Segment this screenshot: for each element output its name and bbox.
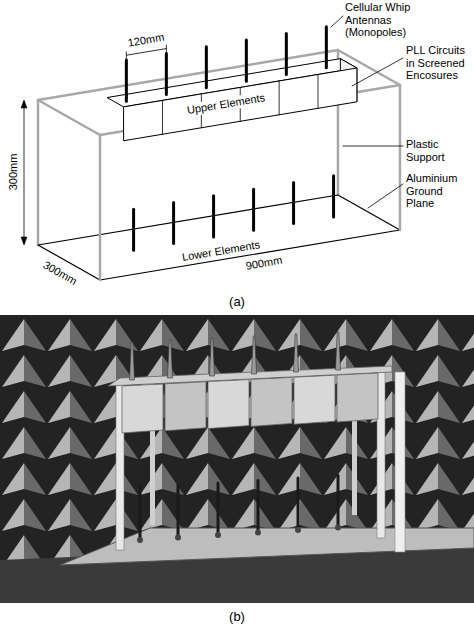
photo-enclosure [165,382,206,431]
photo-upper-monopole [168,340,173,378]
photo-upper-monopole [210,338,215,376]
plastic-support-leg [399,85,402,230]
upper-monopole [165,53,168,94]
rig-drawing [21,16,403,280]
photo-antenna-base [215,532,221,538]
upper-monopole [325,27,328,68]
photo-enclosure [122,384,163,433]
lower-monopole [212,196,215,237]
photo-upper-monopole [294,334,299,372]
plastic-support-rail [38,100,100,135]
leader-line [331,16,343,27]
callout-label: Plastic Support [406,138,470,163]
photo-enclosure [337,373,378,422]
photo-enclosure [251,377,292,426]
photo-lower-monopole [297,478,300,530]
photo-upper-monopole [130,342,135,380]
photo-upper-monopole [252,336,257,374]
anechoic-chamber [0,315,474,603]
upper-monopole [205,47,208,88]
callout-label: Aluminium Ground Plane [406,172,470,210]
lower-monopole [292,182,295,223]
callout-label: Cellular Whip Antennas (Monopoles) [345,1,445,39]
photo-antenna-base [175,535,181,541]
dimension-arrow [21,100,27,108]
upper-monopole [125,60,128,101]
lower-monopole [252,189,255,230]
enclosure-divider [279,81,280,115]
subfigure-label: (a) [229,295,245,310]
photo-lower-monopole [139,488,142,540]
upper-monopole [285,33,288,74]
enclosure-divider [318,74,319,108]
lower-monopole [132,209,135,250]
photo-upper-monopole [336,332,341,370]
pll-enclosures [124,68,357,141]
photo-lower-monopole [257,481,260,533]
photo-antenna-base [335,525,341,531]
leader-line [368,184,403,208]
photo-enclosure [208,380,249,429]
dimension-label: 120mm [127,31,165,50]
leader-line [352,58,403,86]
photo-lower-monopole [177,486,180,538]
photo-lower-monopole [337,476,340,528]
plastic-support-leg [37,100,40,245]
dimension-arrow [21,237,27,245]
upper-monopole [245,40,248,81]
dimension-label: 300mm [7,154,20,191]
lower-ground-plane [38,195,400,280]
photo-enclosure [294,375,335,424]
photo-support-leg [395,372,405,552]
lower-monopole [332,176,335,217]
subfigure-label: (b) [229,610,245,625]
plastic-support-leg [99,135,102,280]
photo-shadow [0,315,474,603]
dimension-line [24,101,25,244]
leader-line [343,146,403,147]
callout-label: PLL Circuits in Screened Encosures [406,44,470,82]
lower-monopole [172,202,175,243]
photo-antenna-base [295,527,301,533]
enclosure-divider [162,100,163,134]
photo-lower-monopole [217,483,220,535]
photo-antenna-base [255,530,261,536]
dimension-label: 900mm [245,254,283,273]
dimension-line [126,49,166,56]
chamber-photo [0,315,474,603]
photo-antenna-base [137,537,143,543]
